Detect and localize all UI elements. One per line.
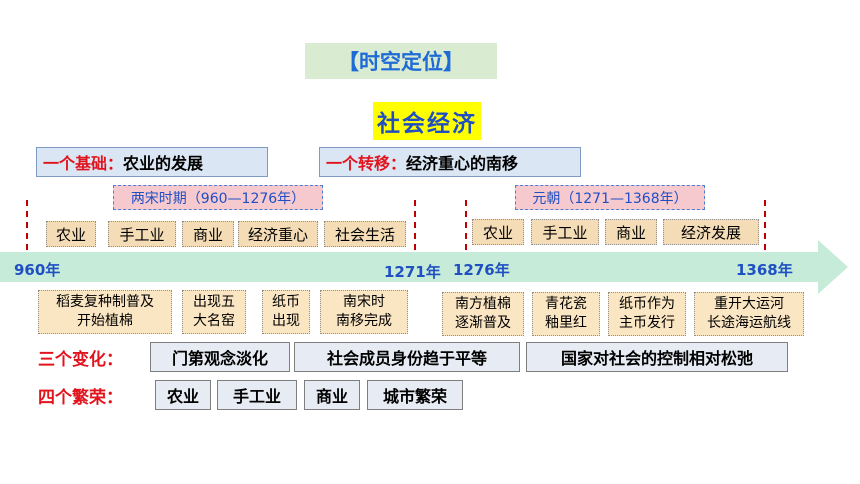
boundary-1368: [764, 200, 766, 250]
yuan-fact: 南方植棉 逐渐普及: [442, 292, 524, 336]
one-shift-label: 一个转移：: [326, 154, 407, 173]
song-fact: 稻麦复种制普及 开始植棉: [38, 290, 172, 334]
boundary-1271: [414, 200, 416, 250]
song-topic: 农业: [46, 221, 96, 247]
yuan-fact: 重开大运河 长途海运航线: [694, 292, 804, 336]
timeline-arrow: [0, 240, 848, 294]
yuan-period-label: 元朝（1271—1368年）: [515, 185, 705, 210]
song-topic: 手工业: [108, 221, 176, 247]
one-foundation-box: 一个基础： 农业的发展: [36, 147, 268, 177]
prosperity-item: 手工业: [217, 380, 297, 410]
one-foundation-text: 农业的发展: [123, 154, 204, 173]
prosperity-item: 城市繁荣: [367, 380, 463, 410]
prosperity-item: 商业: [304, 380, 360, 410]
song-period-label: 两宋时期（960—1276年）: [113, 185, 323, 210]
song-fact: 出现五 大名窑: [182, 290, 246, 334]
three-changes-label: 三个变化：: [38, 349, 123, 370]
yuan-topic: 农业: [472, 219, 524, 245]
one-shift-text: 经济重心的南移: [406, 154, 519, 173]
year-1276: 1276年: [453, 261, 510, 279]
one-foundation-label: 一个基础：: [43, 154, 124, 173]
song-topic: 经济重心: [238, 221, 318, 247]
yuan-fact: 纸币作为 主币发行: [608, 292, 686, 336]
year-960: 960年: [14, 261, 61, 279]
yuan-topic: 商业: [605, 219, 657, 245]
four-prosperities-label: 四个繁荣：: [38, 387, 123, 408]
change-item: 国家对社会的控制相对松弛: [526, 342, 788, 372]
yuan-topic: 手工业: [531, 219, 599, 245]
change-item: 门第观念淡化: [150, 342, 290, 372]
yuan-fact: 青花瓷 釉里红: [532, 292, 600, 336]
song-topic: 社会生活: [324, 221, 406, 247]
year-1368: 1368年: [736, 261, 793, 279]
boundary-960: [26, 200, 28, 250]
song-fact: 纸币 出现: [262, 290, 310, 334]
topic-title: 社会经济: [373, 102, 481, 140]
year-1271: 1271年: [384, 263, 441, 281]
prosperity-item: 农业: [155, 380, 211, 410]
one-shift-box: 一个转移： 经济重心的南移: [319, 147, 581, 177]
song-fact: 南宋时 南移完成: [320, 290, 408, 334]
boundary-1276: [465, 200, 467, 250]
section-title: 【时空定位】: [305, 43, 497, 79]
change-item: 社会成员身份趋于平等: [294, 342, 520, 372]
yuan-topic: 经济发展: [663, 219, 759, 245]
song-topic: 商业: [182, 221, 234, 247]
